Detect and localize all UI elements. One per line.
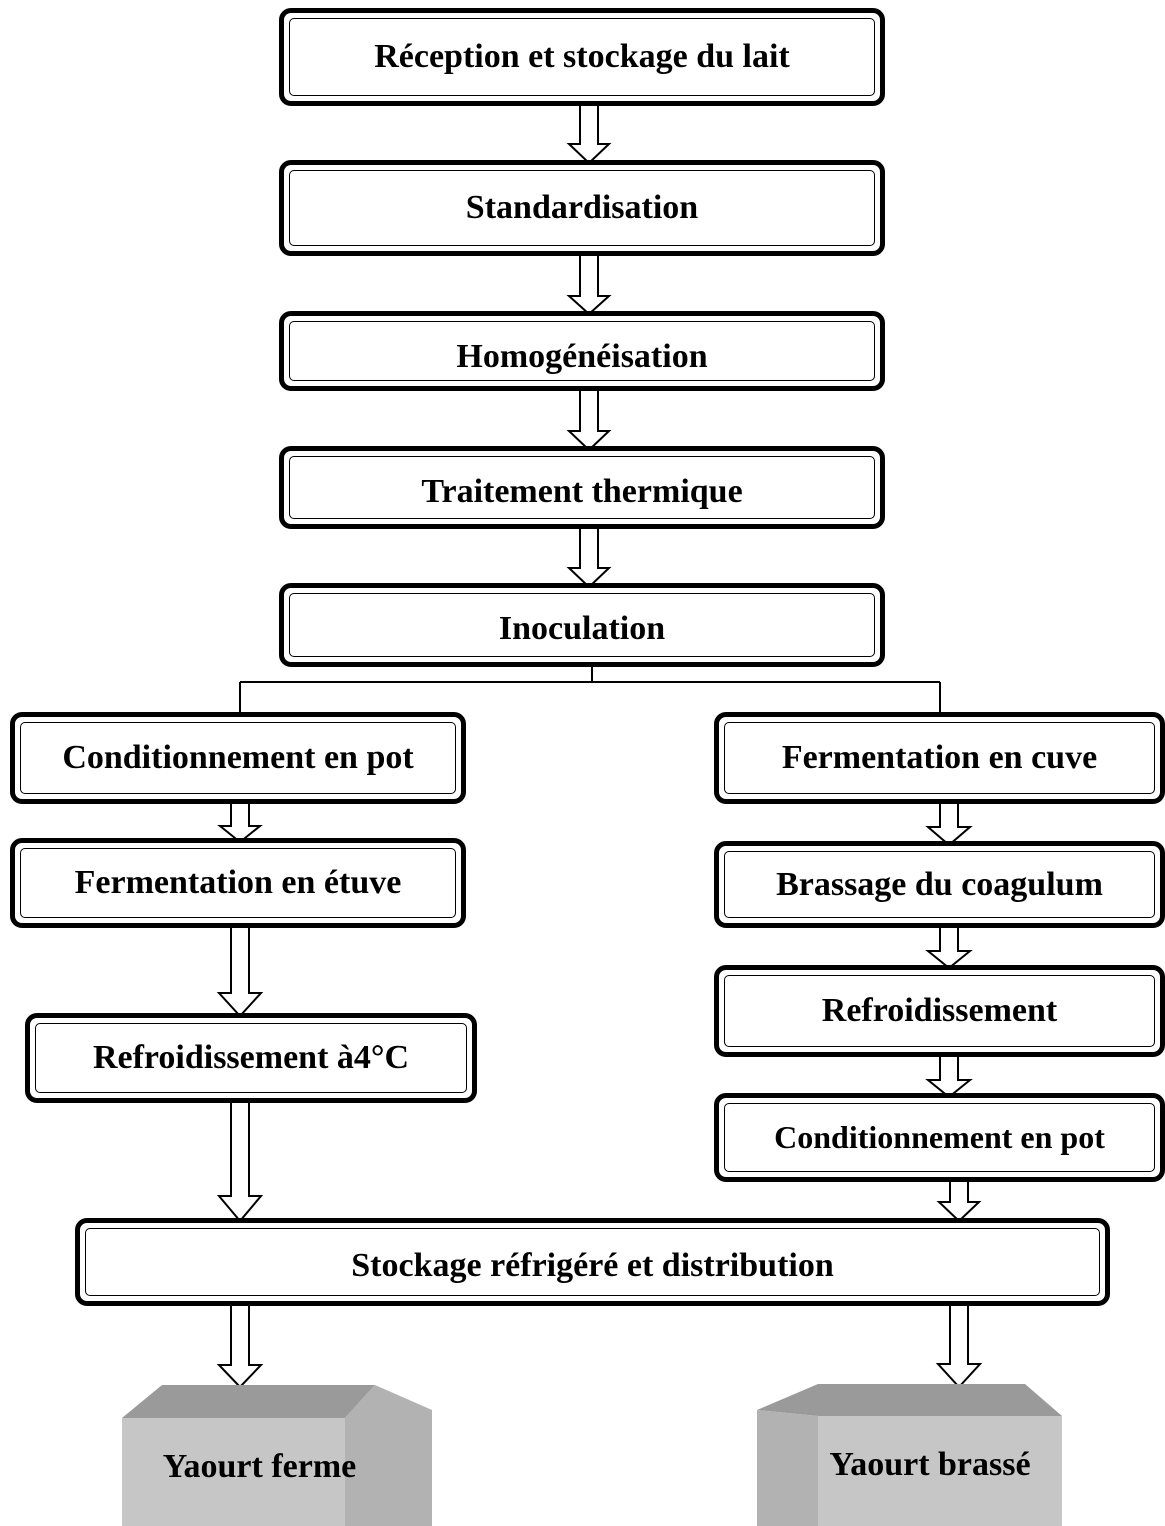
step-right-conditionnement-label: Conditionnement en pot [774,1119,1105,1155]
branch-line [239,666,941,712]
arrow-right-refroidissement-conditionnement [925,1052,973,1099]
step-homogeneisation: Homogénéisation [279,311,885,391]
step-left-fermentation: Fermentation en étuve [10,838,466,928]
step-traitement: Traitement thermique [279,446,885,529]
step-right-conditionnement: Conditionnement en pot [714,1093,1165,1182]
step-traitement-label: Traitement thermique [421,472,743,510]
arrow-homogeneisation-traitement [566,386,612,452]
step-left-refroidissement-label: Refroidissement à4°C [92,1039,410,1076]
arrow-standardisation-homogeneisation [566,251,612,316]
arrow-stockage-ferme [216,1301,264,1389]
step-standardisation: Standardisation [279,160,885,256]
arrow-right-brassage-refroidissement [925,924,973,970]
product-box-brasse [757,1384,1062,1526]
step-right-brassage: Brassage du coagulum [714,841,1165,928]
product-brasse-label: Yaourt brassé [829,1446,1031,1483]
step-inoculation-label: Inoculation [498,610,666,647]
step-stockage-label: Stockage réfrigéré et distribution [351,1247,834,1284]
arrow-right-conditionnement-stockage [936,1177,982,1223]
step-inoculation: Inoculation [279,583,885,667]
arrow-left-conditionnement-fermentation [217,799,263,844]
step-left-refroidissement: Refroidissement à4°C [25,1013,477,1103]
step-left-conditionnement-label: Conditionnement en pot [62,739,414,776]
product-ferme-label: Yaourt ferme [162,1448,357,1485]
arrow-traitement-inoculation [566,524,612,589]
step-right-brassage-label: Brassage du coagulum [776,865,1103,903]
step-right-refroidissement: Refroidissement [714,965,1165,1057]
product-box-ferme [122,1385,432,1526]
arrow-left-fermentation-refroidissement [216,924,264,1018]
step-left-fermentation-label: Fermentation en étuve [74,864,402,901]
arrow-stockage-brasse [935,1297,983,1389]
step-reception-label: Réception et stockage du lait [374,38,790,75]
arrow-right-fermentation-brassage [925,799,973,847]
step-reception: Réception et stockage du lait [279,8,885,106]
step-stockage: Stockage réfrigéré et distribution [75,1218,1110,1306]
step-left-conditionnement: Conditionnement en pot [10,712,466,804]
arrow-left-refroidissement-stockage [216,1098,264,1223]
arrow-reception-standardisation [566,101,612,165]
step-right-fermentation: Fermentation en cuve [714,712,1165,804]
step-right-fermentation-label: Fermentation en cuve [781,739,1098,776]
step-right-refroidissement-label: Refroidissement [821,992,1058,1029]
step-standardisation-label: Standardisation [465,189,699,226]
step-homogeneisation-label: Homogénéisation [456,338,708,375]
